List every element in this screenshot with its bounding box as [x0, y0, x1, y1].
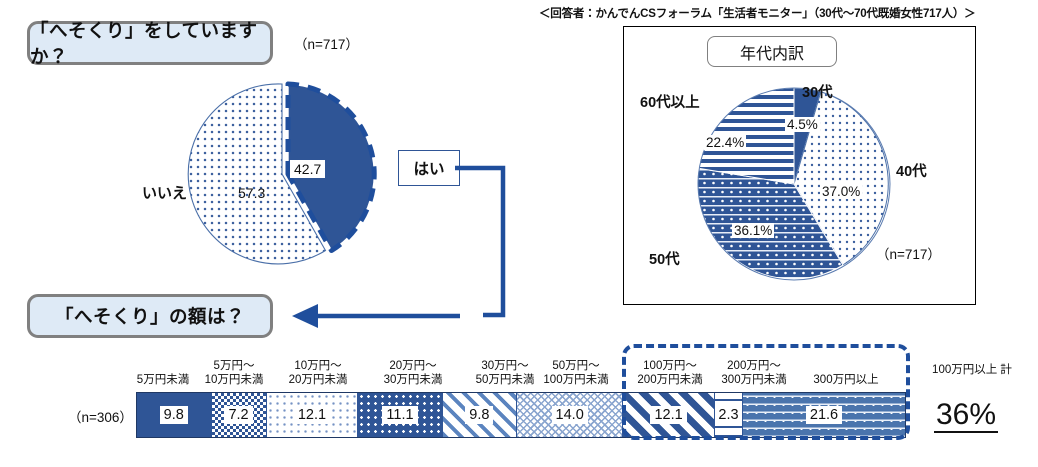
- age-value-50s: 36.1%: [732, 223, 775, 238]
- hesokuri-amount-stacked-bar: 9.8 7.2 12.1 11.1 9.8 14.0 12.1 2.3 21.6: [136, 392, 906, 438]
- age-label-30s: 30代: [802, 85, 833, 101]
- bar-segment-5: 14.0: [517, 393, 624, 437]
- age-breakdown-sample-size: （n=717）: [876, 247, 941, 262]
- bar-value-6: 12.1: [650, 406, 687, 424]
- hesokuri-yesno-pie-chart: 42.7 57.3 いいえ: [142, 74, 392, 274]
- bar-header-4: 30万円～ 50万円未満: [475, 360, 535, 386]
- bar-value-5: 14.0: [551, 406, 588, 424]
- age-value-60s-plus: 22.4%: [704, 135, 747, 150]
- yes-callout-label: はい: [413, 161, 445, 178]
- question-2-title: 「へそくり」の額は？: [27, 294, 273, 338]
- age-breakdown-pie-svg: [696, 87, 891, 281]
- pie-left-slice-yes-highlight: [285, 81, 377, 253]
- bar-segment-0: 9.8: [137, 393, 212, 437]
- bar-value-1: 7.2: [224, 406, 253, 424]
- bar-segment-8: 21.6: [742, 393, 906, 437]
- pie-left-slice-yes-group: [285, 81, 377, 253]
- bar-segment-2: 12.1: [266, 393, 359, 437]
- bar-header-3: 20万円～ 30万円未満: [383, 360, 443, 386]
- respondent-caption: ＜回答者：かんでんCSフォーラム「生活者モニター」（30代～70代既婚女性717…: [539, 8, 976, 20]
- pie-left-label-no: いいえ: [142, 185, 188, 202]
- question-1-sample-size: （n=717）: [294, 37, 359, 52]
- bar-header-8: 300万円以上: [813, 374, 879, 386]
- age-label-50s: 50代: [649, 252, 680, 268]
- age-value-40s: 37.0%: [820, 184, 863, 199]
- bar-header-5: 50万円～ 100万円未満: [543, 360, 609, 386]
- age-breakdown-title-label: 年代内訳: [739, 45, 804, 63]
- question-2-label: 「へそくり」の額は？: [54, 306, 245, 327]
- flow-connector-arrow: [455, 165, 506, 318]
- question-1-title: 「へそくり」をしていますか？: [27, 20, 273, 67]
- age-label-40s: 40代: [896, 164, 927, 180]
- question-2-sample-size: （n=306）: [68, 410, 133, 425]
- bar-value-2: 12.1: [293, 406, 331, 424]
- bar-value-8: 21.6: [805, 406, 843, 424]
- bar-value-0: 9.8: [159, 406, 188, 424]
- question-1-label: 「へそくり」をしていますか？: [30, 20, 258, 67]
- bar-segment-6: 12.1: [623, 393, 715, 437]
- age-value-30s: 4.5%: [785, 117, 820, 132]
- bar-value-7: 2.3: [714, 406, 742, 424]
- age-label-60s-plus: 60代以上: [640, 95, 700, 111]
- pie-left-slice-no: [187, 83, 327, 265]
- bar-header-2: 10万円～ 20万円未満: [288, 360, 348, 386]
- summary-value-text: 36%: [933, 398, 999, 433]
- bar-value-4: 9.8: [465, 406, 494, 424]
- pie-left-svg: [187, 81, 377, 265]
- bar-value-3: 11.1: [382, 406, 418, 424]
- flow-connector-arrowhead: [292, 304, 460, 328]
- age-slice-40s: [793, 91, 889, 266]
- bar-header-0: 5万円未満: [136, 374, 190, 386]
- pie-left-value-no: 57.3: [238, 185, 266, 201]
- bar-segment-1: 7.2: [211, 393, 267, 437]
- pie-left-value-yes: 42.7: [290, 160, 326, 178]
- bar-segment-4: 9.8: [442, 393, 518, 437]
- yes-callout-box: はい: [398, 150, 460, 186]
- bar-header-6: 100万円～ 200万円未満: [637, 360, 703, 386]
- age-breakdown-title: 年代内訳: [707, 36, 837, 67]
- bar-header-7: 200万円～ 300万円未満: [721, 360, 787, 386]
- age-breakdown-panel: 年代内訳 30代 40代 50代: [623, 26, 976, 305]
- bar-segment-3: 11.1: [358, 393, 443, 437]
- bar-segment-7: 2.3: [714, 393, 743, 437]
- bar-header-1: 5万円～ 10万円未満: [204, 360, 264, 386]
- summary-value: 36%: [916, 398, 1016, 433]
- summary-label: 100万円以上 計: [932, 364, 1012, 376]
